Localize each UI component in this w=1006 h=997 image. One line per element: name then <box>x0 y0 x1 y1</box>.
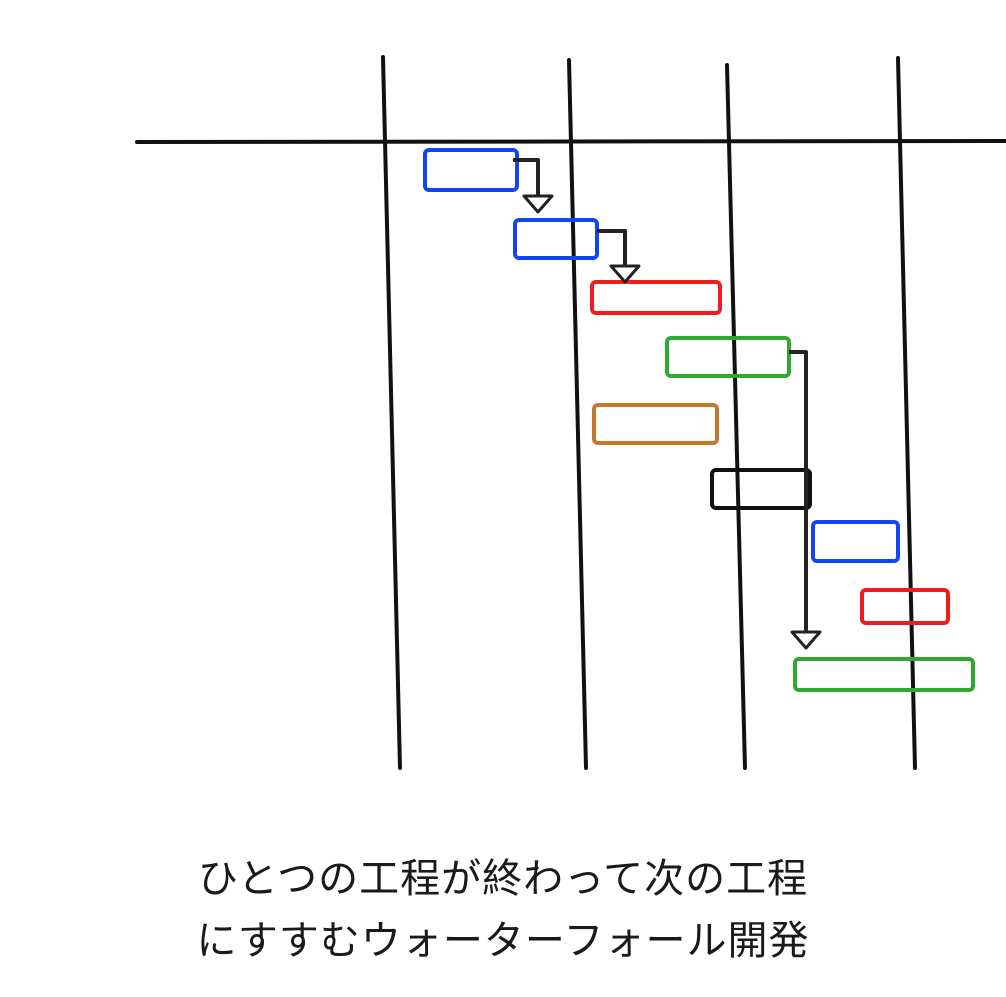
period-divider-2 <box>567 58 588 770</box>
task-bar-9 <box>793 657 975 692</box>
period-divider-3 <box>725 63 747 770</box>
period-divider-4 <box>896 56 917 770</box>
task-bar-5 <box>592 403 719 445</box>
task-bar-3 <box>590 280 722 315</box>
caption-line-1: ひとつの工程が終わって次の工程 <box>197 856 809 902</box>
period-divider-1 <box>381 55 402 770</box>
task-bar-6 <box>710 468 812 510</box>
task-bar-7 <box>811 520 900 563</box>
arrowhead-icon <box>522 194 554 214</box>
arrowhead-icon <box>790 630 822 650</box>
task-bar-4 <box>665 336 791 378</box>
task-bar-1 <box>423 148 519 192</box>
task-bar-2 <box>513 218 599 260</box>
caption-line-2: にすすむウォーターフォール開発 <box>196 918 810 964</box>
arrowhead-icon <box>609 264 641 284</box>
dependency-arrow-3 <box>789 350 808 648</box>
task-bar-8 <box>860 588 950 625</box>
